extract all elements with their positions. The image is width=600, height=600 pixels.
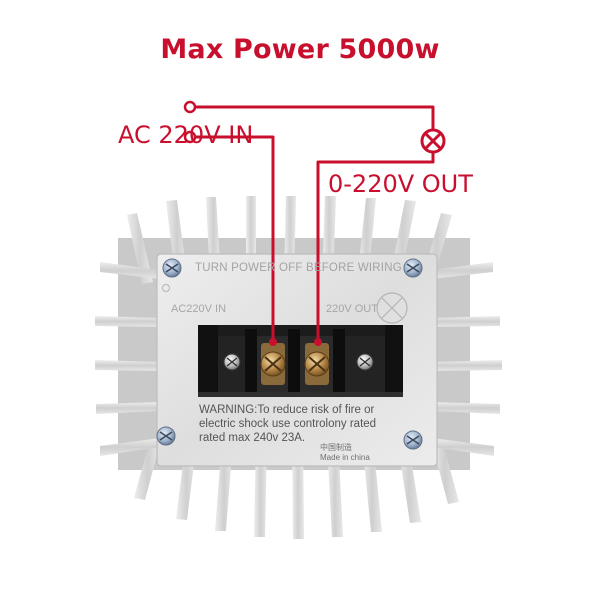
wiring-diagram (190, 105, 435, 340)
wire-end-node (269, 338, 277, 346)
plate-output-marking: 220V OUT (326, 303, 378, 315)
input-terminal-node (183, 130, 197, 144)
terminal-screw-icon (304, 343, 330, 385)
wire-end-node (314, 338, 322, 346)
plate-input-marking: AC220V IN (171, 303, 227, 315)
plate-top-text: TURN POWER OFF BEFORE WIRING (195, 262, 402, 274)
mounting-screw-icon (162, 258, 182, 278)
input-terminal-node (183, 100, 197, 114)
warning-line: rated max 240v 23A. (199, 432, 306, 444)
output-label: 0-220V OUT (328, 170, 473, 198)
mounting-screw-icon (403, 258, 423, 278)
terminal-screw-icon (260, 343, 286, 385)
origin-mark: 中国制造 Made in china (320, 443, 370, 463)
warning-line: WARNING:To reduce risk of fire or (199, 404, 375, 416)
lamp-load-icon (420, 128, 446, 154)
warning-line: electric shock use controlony rated (199, 418, 377, 430)
page-title: Max Power 5000w (160, 34, 440, 65)
origin-en: Made in china (320, 453, 370, 462)
input-label: AC 220V IN (118, 121, 254, 149)
warning-text: WARNING:To reduce risk of fire or electr… (199, 403, 414, 445)
mounting-screw-icon (156, 426, 176, 446)
terminal-screw-icon (356, 353, 374, 371)
origin-cn: 中国制造 (320, 443, 352, 452)
terminal-screw-icon (223, 353, 241, 371)
mounting-screw-icon (403, 430, 423, 450)
lamp-marking-icon (376, 292, 408, 324)
